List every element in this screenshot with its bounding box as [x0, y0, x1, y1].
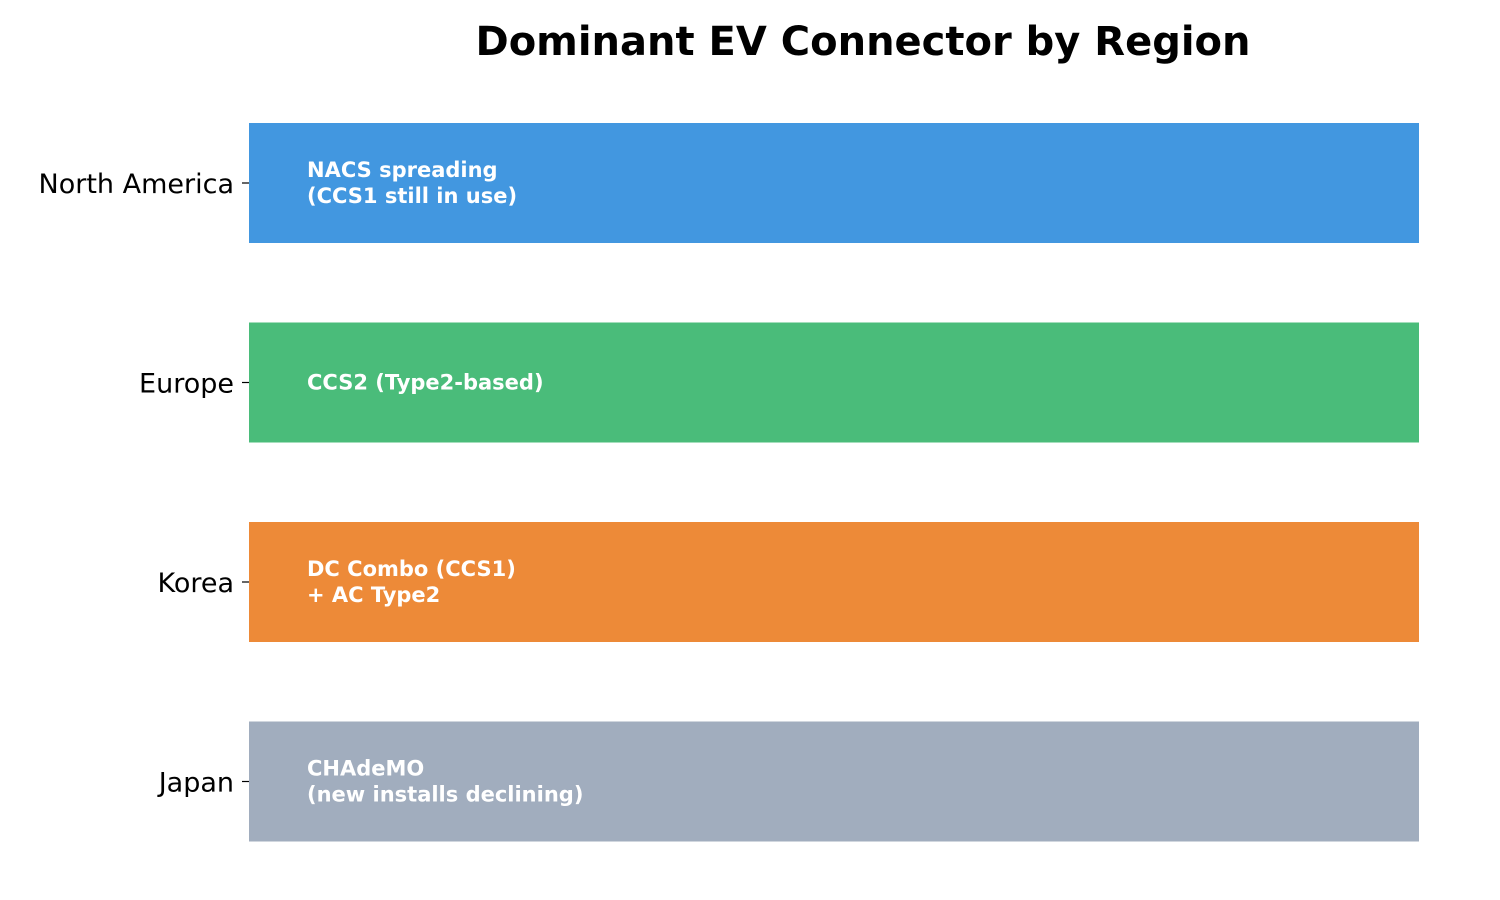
chart-title: Dominant EV Connector by Region	[475, 19, 1250, 65]
y-tick-label: Korea	[157, 568, 234, 599]
bar-label: CCS2 (Type2-based)	[307, 371, 544, 395]
bar-europe	[249, 322, 1419, 443]
y-tick-label: North America	[39, 169, 234, 200]
bar-label-line: CCS2 (Type2-based)	[307, 371, 544, 395]
bar-label-line: DC Combo (CCS1)	[307, 557, 516, 581]
bar-label-line: NACS spreading	[307, 158, 498, 182]
bar-japan	[249, 721, 1419, 842]
bar-label-line: (new installs declining)	[307, 783, 583, 807]
bar-label-line: + AC Type2	[307, 583, 440, 607]
bar-label: DC Combo (CCS1)+ AC Type2	[307, 557, 516, 607]
y-tick-label: Europe	[139, 369, 234, 400]
bar-korea	[249, 522, 1419, 642]
bar-label-line: CHAdeMO	[307, 757, 424, 781]
bar-label: NACS spreading(CCS1 still in use)	[307, 158, 517, 208]
bar-label-line: (CCS1 still in use)	[307, 184, 517, 208]
bars-layer: North America NACS spreading(CCS1 still i…	[39, 123, 1419, 842]
bar-label: CHAdeMO(new installs declining)	[307, 757, 583, 807]
y-tick-label: Japan	[157, 768, 234, 799]
bar-north-america	[249, 123, 1419, 243]
